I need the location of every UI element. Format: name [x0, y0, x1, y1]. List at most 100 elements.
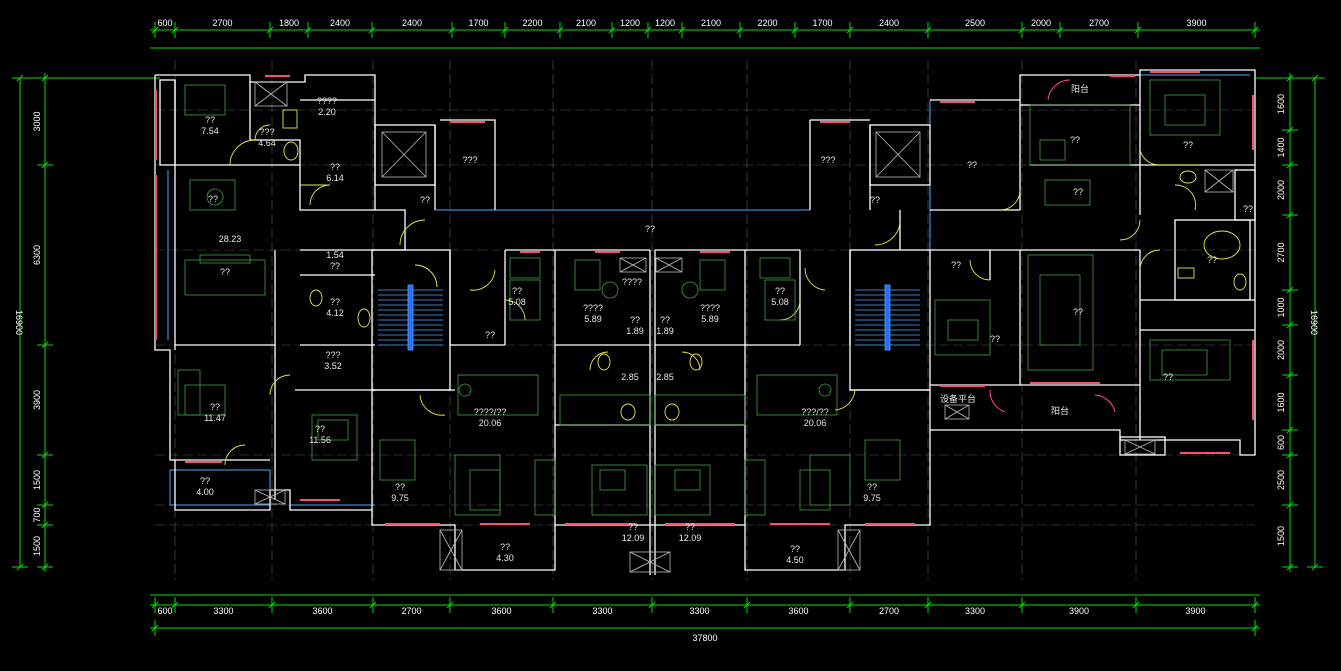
room-name: ??: [500, 542, 510, 552]
room-name: ???: [259, 127, 274, 137]
room-area: 4.00: [196, 487, 214, 497]
room-name: ??: [205, 115, 215, 125]
room-area: 5.08: [508, 297, 526, 307]
right-dim-label: 1600: [1276, 392, 1286, 412]
room-area: 20.06: [804, 418, 827, 428]
left-dim-label: 1500: [32, 470, 42, 490]
furniture: [177, 79, 1231, 516]
bottom-dim-label: 3600: [312, 606, 332, 616]
room-name: 设备平台: [940, 393, 976, 404]
room-name: ??: [1073, 307, 1083, 317]
room-area: 9.75: [391, 493, 409, 503]
room-area: 5.89: [701, 314, 719, 324]
room-area: ??: [330, 261, 340, 271]
room-name: ??: [330, 162, 340, 172]
top-dim-label: 2200: [522, 18, 542, 28]
bottom-dim-label: 2700: [401, 606, 421, 616]
right-dim-label: 1600: [1276, 94, 1286, 114]
top-dim-label: 2400: [330, 18, 350, 28]
room-area: 5.08: [771, 297, 789, 307]
top-dim-label: 2400: [879, 18, 899, 28]
room-name: ??: [628, 522, 638, 532]
top-dim-label: 3900: [1186, 18, 1206, 28]
room-name: ??: [210, 402, 220, 412]
windows: [155, 71, 1254, 525]
room-name: 28.23: [219, 234, 242, 244]
right-dim-label-total: 16900: [1309, 310, 1319, 335]
room-name: ??: [1243, 204, 1253, 214]
room-name: ???: [820, 155, 835, 165]
room-name: ??: [420, 195, 430, 205]
room-name: 阳台: [1051, 405, 1069, 416]
top-dim-label: 1700: [812, 18, 832, 28]
bottom-dim-label: 3900: [1069, 606, 1089, 616]
right-dim-label: 2500: [1276, 470, 1286, 490]
room-name: ??: [990, 334, 1000, 344]
room-area: 2.20: [318, 107, 336, 117]
bottom-dim-label: 600: [157, 606, 172, 616]
room-name: 阳台: [1071, 83, 1089, 94]
top-dim-label: 2200: [757, 18, 777, 28]
room-name: ????: [700, 303, 720, 313]
room-labels: ??7.54???4.64????2.20??6.14??28.23??1.54…: [196, 83, 1253, 565]
stairs: [378, 284, 920, 351]
room-name: ??: [512, 286, 522, 296]
top-dim-label: 1700: [468, 18, 488, 28]
top-dim-label: 2700: [1089, 18, 1109, 28]
room-area: 1.89: [626, 326, 644, 336]
right-dim-label: 2000: [1276, 340, 1286, 360]
room-name: ??: [1207, 255, 1217, 265]
room-area: 5.89: [584, 314, 602, 324]
top-dim-label: 1200: [655, 18, 675, 28]
right-dim-label: 1500: [1276, 526, 1286, 546]
room-name: ??: [330, 297, 340, 307]
room-name: ???/??: [801, 407, 829, 417]
room-name: ??: [1183, 140, 1193, 150]
bottom-dim-label: 3300: [689, 606, 709, 616]
bottom-dim-label: 3300: [213, 606, 233, 616]
room-name: ????: [317, 96, 337, 106]
room-name: ??: [220, 267, 230, 277]
room-name: 2.85: [656, 372, 674, 382]
room-name: ??: [790, 544, 800, 554]
top-dim-label: 2100: [576, 18, 596, 28]
room-name: ???: [462, 155, 477, 165]
room-name: ??: [951, 260, 961, 270]
bottom-dim-label: 3300: [965, 606, 985, 616]
room-name: ??: [1163, 372, 1173, 382]
room-name: ??: [1070, 135, 1080, 145]
top-dim-label: 1200: [620, 18, 640, 28]
right-dim-label: 2000: [1276, 180, 1286, 200]
room-area: 7.54: [201, 126, 219, 136]
room-name: ??: [775, 286, 785, 296]
room-name: ??: [395, 482, 405, 492]
bottom-dim-label: 3600: [788, 606, 808, 616]
room-area: 11.47: [204, 413, 226, 423]
top-dim-label: 2100: [701, 18, 721, 28]
room-name: ??: [630, 315, 640, 325]
left-dim-label: 700: [32, 507, 42, 522]
room-name: ??: [315, 424, 325, 434]
room-name: ???: [325, 350, 340, 360]
room-name: ??: [685, 522, 695, 532]
doors: [224, 124, 1200, 466]
room-area: 1.89: [656, 326, 674, 336]
bottom-dim-label: 3900: [1185, 606, 1205, 616]
right-dim-label: 1400: [1276, 137, 1286, 157]
top-dim-label: 2700: [212, 18, 232, 28]
left-dim-label: 3000: [32, 111, 42, 131]
room-name: ??: [485, 330, 495, 340]
room-area: 11.56: [309, 435, 331, 445]
room-area: 4.64: [258, 138, 276, 148]
right-dim-label: 1000: [1276, 297, 1286, 317]
top-dim-label: 2000: [1031, 18, 1051, 28]
room-name: ??: [208, 194, 218, 204]
room-name: ??: [200, 476, 210, 486]
left-dim-label: 3900: [32, 390, 42, 410]
elevators: [254, 81, 1234, 573]
top-dim-label: 1800: [279, 18, 299, 28]
